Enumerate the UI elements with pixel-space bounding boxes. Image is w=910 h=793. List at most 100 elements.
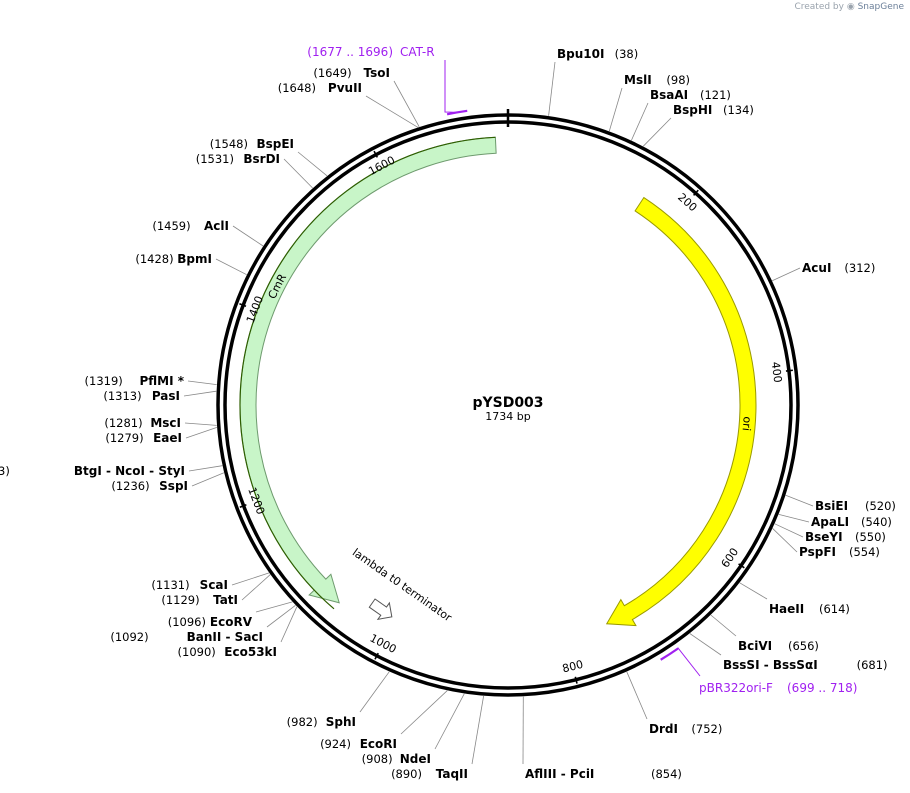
site-msci: MscI(1281) xyxy=(104,416,217,430)
site-position: (752) xyxy=(691,722,722,736)
snapgene-logo-icon: ◉ xyxy=(846,2,855,12)
site-name: BsrDI xyxy=(243,152,280,166)
site-connector xyxy=(471,695,484,765)
site-connector xyxy=(231,572,270,586)
site-name: BciVI xyxy=(738,639,772,653)
site-scai: ScaI(1131) xyxy=(151,572,270,592)
site-name: SspI xyxy=(159,479,188,493)
tick-label-600: 600 xyxy=(719,546,742,571)
site-pspfi: PspFI (554) xyxy=(772,528,880,559)
site-connector xyxy=(241,574,271,601)
site-position: (312) xyxy=(844,261,875,275)
site-bsrdi: BsrDI(1531) xyxy=(196,152,313,189)
site-name: PspFI xyxy=(799,545,836,559)
primer-connector xyxy=(444,60,458,113)
site-taqii: TaqII(890) xyxy=(391,695,484,781)
site-connector xyxy=(188,465,223,472)
site-position: (1648) xyxy=(278,81,316,95)
site-position: (98) xyxy=(666,73,690,87)
site-name: NdeI xyxy=(400,752,431,766)
site-connector xyxy=(266,604,296,628)
site-name: BtgI - NcoI - StyI xyxy=(74,464,185,478)
site-name: DrdI xyxy=(649,722,678,736)
site-eaei: EaeI(1279) xyxy=(105,427,218,445)
site-connector xyxy=(631,102,649,141)
site-connector xyxy=(643,117,672,147)
site-acli: AclI (1459) xyxy=(152,219,264,247)
feature-arrow-cmr xyxy=(239,136,497,604)
site-acui: AcuI (312) xyxy=(772,261,875,282)
site-bsssi-bsss-i: BssSI - BssSαI(681) xyxy=(689,633,888,672)
site-position: (554) xyxy=(849,545,880,559)
site-position: (982) xyxy=(287,715,318,729)
site-connector xyxy=(548,61,556,116)
site-name: PasI xyxy=(152,389,180,403)
snapgene-credit: Created by ◉ SnapGene xyxy=(794,2,904,12)
site-connector xyxy=(689,633,722,656)
site-bsiei: BsiEI(520) xyxy=(785,494,896,513)
tick-label-400: 400 xyxy=(769,361,784,383)
site-name: BsaAI xyxy=(650,88,688,102)
site-btgi-ncoi-styi: BtgI - NcoI - StyI(1243) xyxy=(0,464,223,478)
site-name: HaeII xyxy=(769,602,804,616)
site-sphi: SphI(982) xyxy=(287,671,390,729)
site-eco53ki: Eco53kI(1090) xyxy=(178,606,298,659)
site-position: (656) xyxy=(788,639,819,653)
site-position: (121) xyxy=(700,88,731,102)
site-position: (550) xyxy=(855,530,886,544)
site-sspi: SspI (1236) xyxy=(111,472,225,493)
primer-pbr322ori-f: pBR322ori-F(699 .. 718) xyxy=(660,647,857,695)
primer-range: (1677 .. 1696) xyxy=(307,45,393,59)
site-position: (890) xyxy=(391,767,422,781)
site-connector xyxy=(184,422,217,426)
tick-mark-1600 xyxy=(373,150,379,158)
site-banii-saci: BanII - SacI (1092) xyxy=(110,604,296,644)
site-tati: TatI (1129) xyxy=(161,574,271,607)
feature-label-text: ori xyxy=(740,416,754,431)
site-ndei: NdeI(908) xyxy=(362,693,465,766)
credit-brand: SnapGene xyxy=(857,2,904,12)
site-name: BanII - SacI xyxy=(187,630,263,644)
site-position: (1428) xyxy=(135,252,173,266)
site-ecorv: EcoRV(1096) xyxy=(168,601,293,629)
site-name: EcoRI xyxy=(360,737,397,751)
primer-range: (699 .. 718) xyxy=(787,681,857,695)
feature-label-ori: ori xyxy=(740,416,754,431)
tick-mark-800 xyxy=(574,676,578,684)
site-connector xyxy=(608,87,623,132)
site-name: AclI xyxy=(204,219,229,233)
tick-mark-200 xyxy=(693,189,699,196)
site-connector xyxy=(393,80,420,127)
site-position: (1129) xyxy=(161,593,199,607)
site-position: (681) xyxy=(857,658,888,672)
site-name: AcuI xyxy=(802,261,831,275)
site-name: ScaI xyxy=(200,578,228,592)
tick-label-800: 800 xyxy=(561,658,585,676)
site-bcivi: BciVI (656) xyxy=(710,614,819,653)
credit-prefix: Created by xyxy=(794,2,844,12)
site-position: (1236) xyxy=(111,479,149,493)
terminator-arrow-shape xyxy=(368,598,393,621)
site-bseyi: BseYI (550) xyxy=(774,523,886,544)
site-connector xyxy=(187,380,217,385)
terminator-label: lambda t0 terminator xyxy=(350,546,454,625)
site-position: (1092) xyxy=(110,630,148,644)
site-pvuii: PvuII(1648) xyxy=(278,81,419,128)
site-afliii-pcii: AflIII - PciI(854) xyxy=(522,696,682,781)
site-position: (1459) xyxy=(152,219,190,233)
site-name: BseYI xyxy=(805,530,843,544)
site-bpu10i: Bpu10I(38) xyxy=(548,47,638,116)
site-connector xyxy=(785,494,814,507)
site-name: TsoI xyxy=(364,66,390,80)
site-position: (924) xyxy=(320,737,351,751)
site-name: BspEI xyxy=(256,137,294,151)
site-position: (1090) xyxy=(178,645,216,659)
site-name: TatI xyxy=(213,593,238,607)
site-bpmi: BpmI(1428) xyxy=(135,252,247,276)
site-name: EaeI xyxy=(153,431,182,445)
site-tsoi: TsoI(1649) xyxy=(313,66,420,127)
site-apali: ApaLI(540) xyxy=(778,514,892,529)
site-connector xyxy=(359,671,390,713)
